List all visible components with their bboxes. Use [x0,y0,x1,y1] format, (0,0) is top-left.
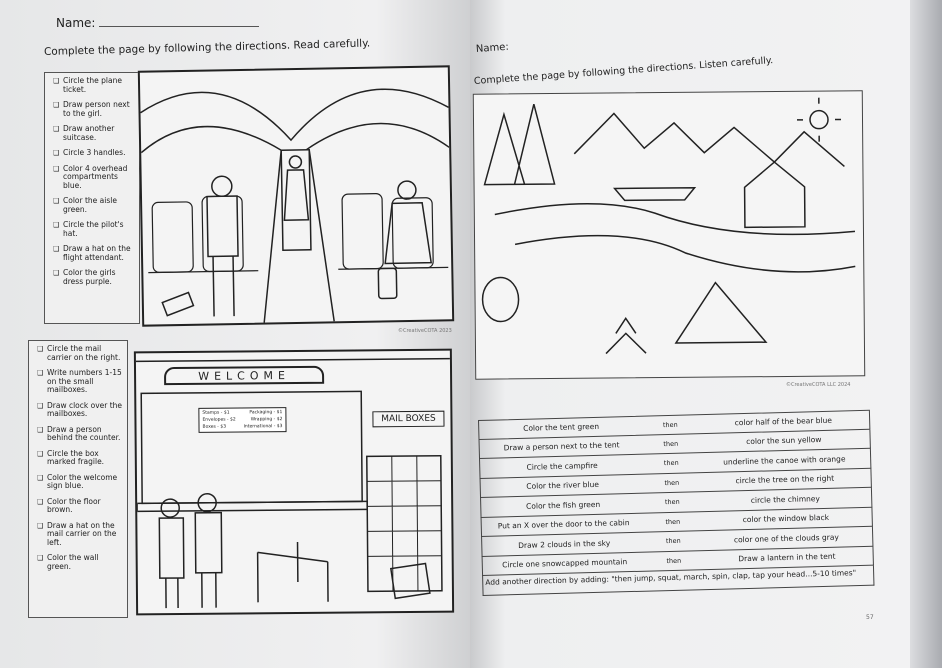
left-worksheet-page: Name: Complete the page by following the… [0,0,470,668]
page-instructions: Complete the page by following the direc… [43,37,371,58]
second-direction: Draw a lantern in the tent [738,551,836,564]
directions-table: Color the tent green then color half of th… [478,409,875,596]
task-item: Draw person next to the girl. [53,100,135,118]
task-item: Draw another suitcase. [53,124,135,142]
task-item: Circle the plane ticket. [53,76,135,94]
first-direction: Draw 2 clouds in the sky [518,538,611,550]
task-item: Circle the box marked fragile. [37,449,123,467]
post-office-task-list: Circle the mail carrier on the right. Wr… [28,340,128,618]
then-label: then [665,517,681,526]
task-item: Circle the mail carrier on the right. [37,344,123,362]
then-label: then [664,478,680,487]
task-item: Write numbers 1-15 on the small mailboxe… [37,368,123,395]
first-direction: Draw a person next to the tent [503,440,620,453]
book-page-edges [910,0,942,668]
task-item: Draw a person behind the counter. [37,425,123,443]
copyright: ©CreativeCOTA 2023 [398,328,452,334]
task-item: Draw clock over the mailboxes. [37,401,123,419]
task-item: Color the girls dress purple. [53,268,135,286]
second-direction: underline the canoe with orange [723,454,846,467]
first-direction: Color the fish green [525,499,601,511]
welcome-sign: WELCOME [163,365,325,386]
task-item: Color the aisle green. [53,196,135,214]
right-worksheet-page: Name: Complete the page by following the… [470,0,910,668]
task-item: Circle the pilot's hat. [53,220,135,238]
then-label: then [662,420,678,429]
task-item: Color the wall green. [37,553,123,571]
name-field: Name: [56,16,260,30]
then-label: then [663,459,679,468]
price-item: Boxes - $3 [202,424,227,430]
mailboxes-sign: MAIL BOXES [372,410,445,428]
task-item: Color the welcome sign blue. [37,473,123,491]
second-direction: color half of the bear blue [734,415,833,428]
name-label: Name: [475,41,510,55]
first-direction: Circle the campfire [526,460,598,472]
first-direction: Color the river blue [526,480,600,492]
task-item: Draw a hat on the mail carrier on the le… [37,521,123,548]
second-direction: color the sun yellow [746,435,822,447]
first-direction: Put an X over the door to the cabin [497,518,630,531]
task-item: Color 4 overhead compartments blue. [53,164,135,191]
second-direction: circle the chimney [750,493,821,505]
first-direction: Circle one snowcapped mountain [502,557,628,570]
price-item: International - $3 [243,424,283,430]
airplane-task-list: Circle the plane ticket. Draw person nex… [44,72,140,324]
task-item: Circle 3 handles. [53,148,135,158]
second-direction: color the window black [742,513,830,525]
then-label: then [664,497,680,507]
camping-landscape-illustration [472,90,866,380]
page-instructions: Complete the page by following the direc… [473,55,774,87]
then-label: then [663,439,679,448]
name-label: Name: [56,16,96,30]
first-direction: Color the tent green [523,422,600,434]
airplane-cabin-illustration [137,65,455,327]
second-direction: circle the tree on the right [735,473,835,486]
task-item: Draw a hat on the flight attendant. [53,244,135,262]
then-label: then [666,556,682,565]
task-item: Color the floor brown. [37,497,123,515]
then-label: then [665,536,681,546]
page-number: 57 [866,614,874,621]
copyright-top: ©CreativeCOTA LLC 2024 [786,382,851,388]
name-line [99,26,260,27]
second-direction: color one of the clouds gray [733,532,839,545]
